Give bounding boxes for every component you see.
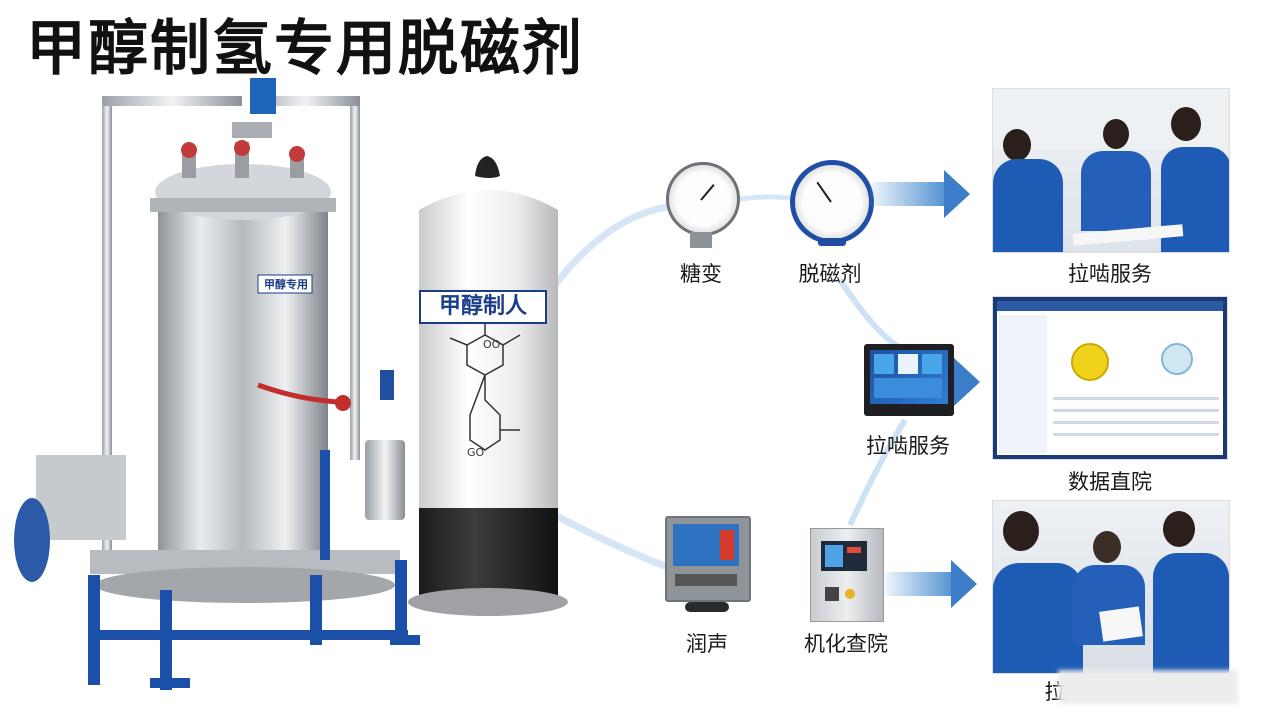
photo1-label: 拉啮服务 xyxy=(1068,262,1152,286)
svg-text:GO: GO xyxy=(467,446,485,459)
pressure-gauge-small-icon xyxy=(666,162,740,252)
control-cabinet xyxy=(810,528,884,622)
page-title: 甲醇制氢专用脱磁剂 xyxy=(26,14,584,84)
gauge1-label: 糖变 xyxy=(680,262,722,286)
control-monitor xyxy=(864,344,954,416)
reactor-equipment xyxy=(14,78,420,690)
arrow-right-icon xyxy=(885,560,977,608)
screenshot-label: 数据直院 xyxy=(1068,470,1152,494)
watermark xyxy=(1058,670,1238,704)
equipment-tag: 甲醇专用 xyxy=(264,278,308,291)
cylinder-label: 甲醇制人 xyxy=(419,290,547,324)
pressure-gauge-blue-icon xyxy=(790,160,874,250)
cabinet-label: 机化查院 xyxy=(804,632,888,656)
control-terminal xyxy=(665,516,751,616)
monitor-label: 拉啮服务 xyxy=(866,434,950,458)
svg-text:OO: OO xyxy=(483,338,501,351)
dashboard-screenshot xyxy=(992,296,1228,460)
catalyst-cylinder: OO GO xyxy=(408,156,568,616)
terminal-label: 润声 xyxy=(686,632,728,656)
arrow-right-icon xyxy=(870,170,970,218)
gauge2-label: 脱磁剂 xyxy=(798,262,862,286)
arrow-right-icon xyxy=(952,358,980,406)
technicians-photo-2 xyxy=(992,500,1230,674)
technicians-photo-1 xyxy=(992,88,1230,253)
